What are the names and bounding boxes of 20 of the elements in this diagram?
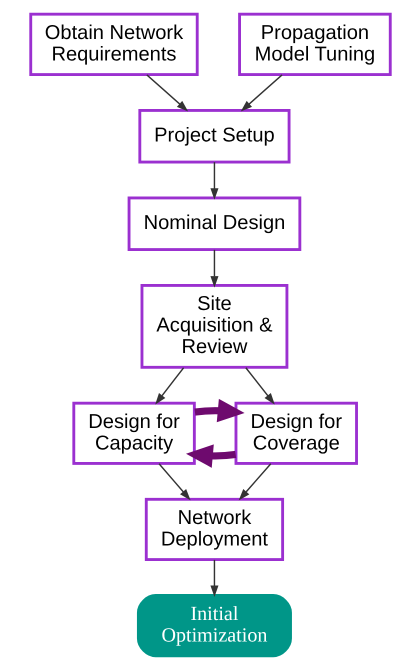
arrow xyxy=(240,74,282,112)
node-box: Initial Optimization xyxy=(136,594,292,658)
node-box: Design for Coverage xyxy=(234,402,358,465)
node-box: Nominal Design xyxy=(127,196,301,252)
arrow xyxy=(186,444,236,468)
node-box: Propagation Model Tuning xyxy=(238,12,392,76)
arrow xyxy=(244,367,274,405)
arrow xyxy=(210,250,218,288)
arrow xyxy=(158,463,190,500)
arrow xyxy=(210,162,218,200)
arrow xyxy=(238,463,271,500)
node-box: Obtain Network Requirements xyxy=(28,12,198,76)
node-box: Site Acquisition & Review xyxy=(140,284,288,369)
node-box: Network Deployment xyxy=(144,498,284,562)
arrow xyxy=(154,367,184,405)
node-box: Project Setup xyxy=(138,108,290,164)
node-box: Design for Capacity xyxy=(72,402,196,465)
arrow xyxy=(146,74,188,112)
arrow xyxy=(194,398,244,422)
arrow xyxy=(210,560,218,598)
